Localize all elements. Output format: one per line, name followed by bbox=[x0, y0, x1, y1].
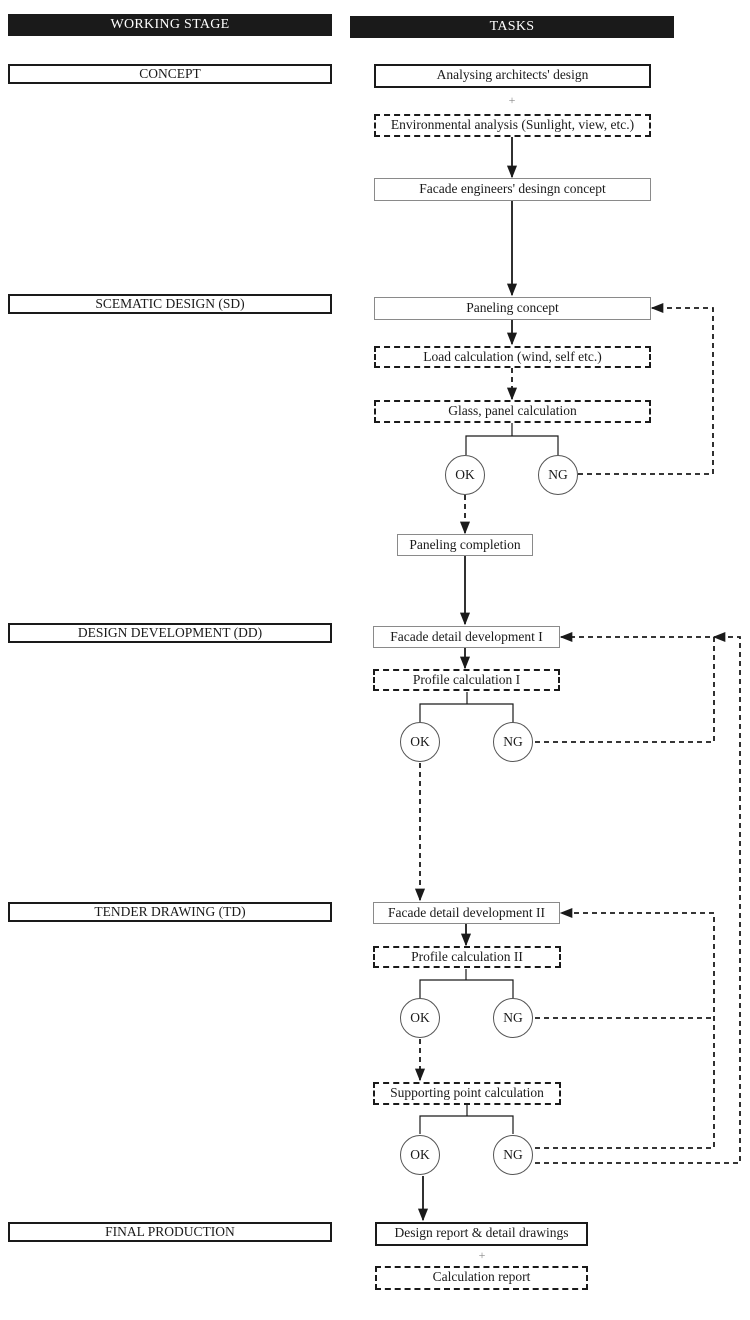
loop-ng1-to-t4 bbox=[578, 302, 714, 475]
task-design-report-detail-drawings: Design report & detail drawings bbox=[375, 1222, 588, 1246]
task-analysing-architects-design: Analysing architects' design bbox=[374, 64, 651, 88]
task-facade-engineers-concept: Facade engineers' desingn concept bbox=[374, 178, 651, 201]
decision-ok-4: OK bbox=[400, 1135, 440, 1175]
decision-ok-1: OK bbox=[445, 455, 485, 495]
task-supporting-point-calculation: Supporting point calculation bbox=[373, 1082, 561, 1105]
branch-t11 bbox=[419, 969, 514, 998]
decision-ng-1: NG bbox=[538, 455, 578, 495]
task-facade-detail-development-2: Facade detail development II bbox=[373, 902, 560, 924]
decision-ng-2: NG bbox=[493, 722, 533, 762]
working-stage-header: WORKING STAGE bbox=[8, 14, 332, 36]
task-load-calculation: Load calculation (wind, self etc.) bbox=[374, 346, 651, 368]
task-profile-calculation-2: Profile calculation II bbox=[373, 946, 561, 968]
loop-ng2-to-t8 bbox=[535, 631, 715, 743]
stage-design-development: DESIGN DEVELOPMENT (DD) bbox=[8, 623, 332, 643]
task-facade-detail-development-1: Facade detail development I bbox=[373, 626, 560, 648]
tasks-header: TASKS bbox=[350, 16, 674, 38]
task-glass-panel-calculation: Glass, panel calculation bbox=[374, 400, 651, 423]
task-environmental-analysis: Environmental analysis (Sunlight, view, … bbox=[374, 114, 651, 137]
stage-final-production: FINAL PRODUCTION bbox=[8, 1222, 332, 1242]
task-calculation-report: Calculation report bbox=[375, 1266, 588, 1290]
task-paneling-concept: Paneling concept bbox=[374, 297, 651, 320]
branch-t12 bbox=[419, 1105, 514, 1134]
stage-schematic-design: SCEMATIC DESIGN (SD) bbox=[8, 294, 332, 314]
task-profile-calculation-1: Profile calculation I bbox=[373, 669, 560, 691]
loop-ng4-to-t10 bbox=[535, 907, 715, 1149]
decision-ok-2: OK bbox=[400, 722, 440, 762]
decision-ng-3: NG bbox=[493, 998, 533, 1038]
task-paneling-completion: Paneling completion bbox=[397, 534, 533, 556]
loop-ng4-to-t8 bbox=[535, 631, 741, 1164]
plus-sign-concept: + bbox=[508, 93, 516, 107]
plus-sign-final: + bbox=[478, 1248, 486, 1262]
stage-concept: CONCEPT bbox=[8, 64, 332, 84]
decision-ok-3: OK bbox=[400, 998, 440, 1038]
branch-t9 bbox=[419, 692, 514, 722]
stage-tender-drawing: TENDER DRAWING (TD) bbox=[8, 902, 332, 922]
branch-t6 bbox=[465, 423, 559, 455]
decision-ng-4: NG bbox=[493, 1135, 533, 1175]
